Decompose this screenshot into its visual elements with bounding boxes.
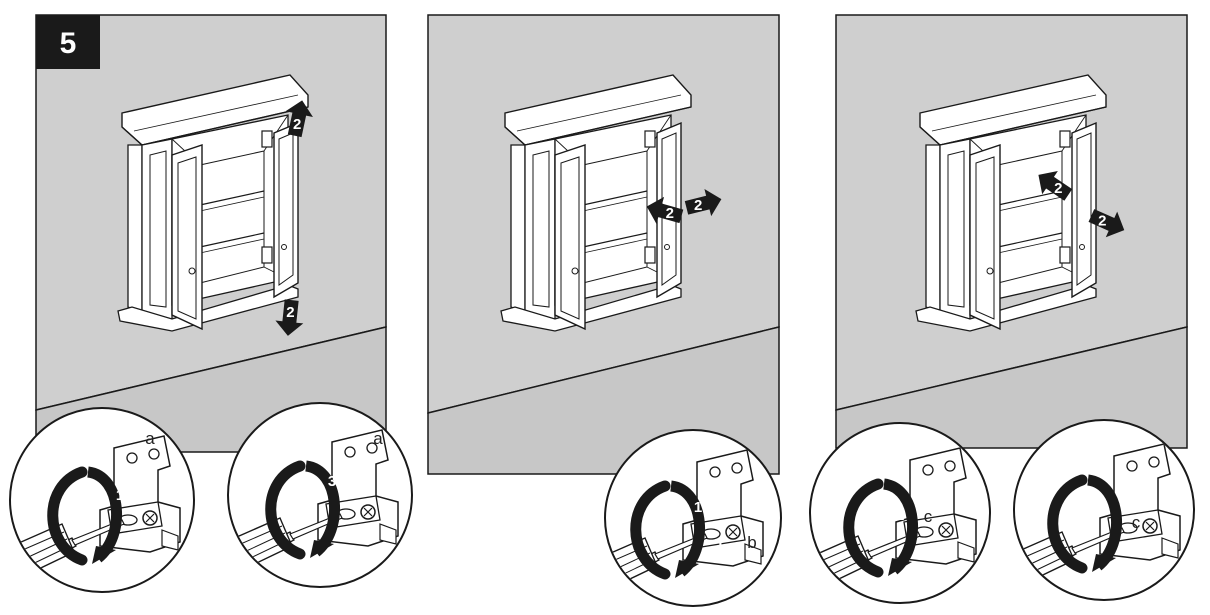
detail-hinge-a-tighten: 3 a xyxy=(227,402,413,588)
arrow-up-label: 2 xyxy=(293,116,301,133)
detail-circle xyxy=(1013,419,1195,601)
arrow-left-label: 2 xyxy=(1054,180,1062,197)
step-number-badge xyxy=(36,15,100,69)
screw-label: c xyxy=(1132,513,1141,532)
screw-label: a xyxy=(145,429,155,448)
panel-3: 2 2 xyxy=(835,14,1188,449)
arrow-out: 2 xyxy=(683,185,725,222)
screw-label: b xyxy=(747,533,756,552)
cabinet-door-up-down-icon xyxy=(117,74,309,332)
rotation-step-2: 1 xyxy=(716,535,724,552)
arrow-in: 2 xyxy=(642,193,686,230)
arrow-down-label: 2 xyxy=(286,304,294,321)
rotation-step: 1 xyxy=(896,507,904,524)
cabinet-door-in-out-icon xyxy=(500,74,692,332)
arrow-right-label: 2 xyxy=(1098,212,1106,229)
detail-hinge-c-tighten: 3 c xyxy=(1013,419,1195,601)
panel-1: 5 2 2 xyxy=(35,14,387,453)
rotation-step: 3 xyxy=(1088,487,1096,504)
cabinet-door-left-right-icon xyxy=(915,74,1107,332)
detail-hinge-a-loosen: 1 a xyxy=(9,407,195,593)
arrow-down: 2 xyxy=(273,298,306,338)
panel-3-floor xyxy=(835,326,1188,449)
arrow-up: 2 xyxy=(280,97,316,139)
rotation-step-1: 1 xyxy=(694,499,702,516)
arrow-left: 2 xyxy=(1030,163,1077,207)
detail-circle xyxy=(227,402,413,588)
screw-label: c xyxy=(924,507,933,526)
arrow-right: 2 xyxy=(1085,202,1130,243)
rotation-step: 1 xyxy=(116,487,124,504)
detail-hinge-c-adjust: 1 c xyxy=(809,422,991,604)
rotation-step: 3 xyxy=(328,473,336,490)
detail-circle xyxy=(9,407,195,593)
arrow-out-label: 2 xyxy=(694,197,702,214)
arrow-in-label: 2 xyxy=(666,205,674,222)
panel-2: 2 2 xyxy=(427,14,780,475)
screw-label: a xyxy=(373,429,383,448)
detail-hinge-b-adjust: 1 1 b xyxy=(604,429,782,607)
step-number: 5 xyxy=(60,27,77,60)
